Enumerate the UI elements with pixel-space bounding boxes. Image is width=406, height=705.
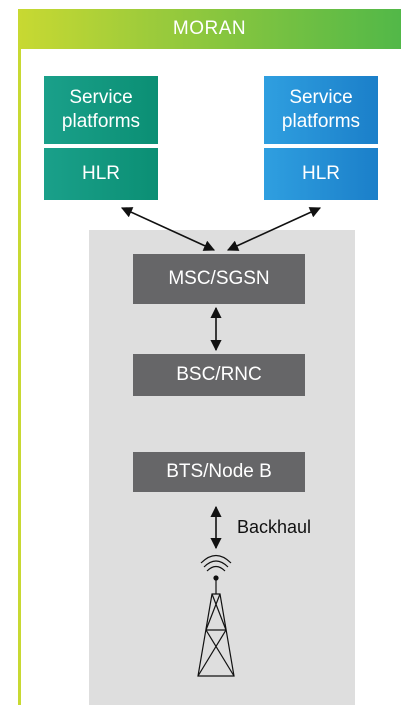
bts-nodeb-node: BTS/Node B [133,452,305,492]
msc-sgsn-label: MSC/SGSN [168,268,270,289]
left-hlr-label: HLR [81,163,120,184]
header-title: MORAN [172,18,247,39]
left-service-platforms-label: Service platforms [61,87,141,132]
backhaul-label: Backhaul [237,517,312,537]
right-hlr-to-msc-arrow [226,207,322,251]
left-accent-rule [18,49,21,705]
right-service-platforms-box: Service platforms [264,76,378,144]
right-service-platforms-label: Service platforms [281,87,361,132]
left-hlr-box: HLR [44,148,158,200]
msc-sgsn-node: MSC/SGSN [133,254,305,304]
bts-nodeb-label: BTS/Node B [166,461,272,482]
left-service-platforms-box: Service platforms [44,76,158,144]
right-hlr-label: HLR [301,163,340,184]
bsc-rnc-label: BSC/RNC [176,364,262,385]
moran-header: MORAN [18,9,401,49]
right-hlr-box: HLR [264,148,378,200]
left-hlr-to-msc-arrow [120,207,216,251]
bsc-rnc-node: BSC/RNC [133,354,305,396]
antenna-tower-icon [197,554,235,677]
